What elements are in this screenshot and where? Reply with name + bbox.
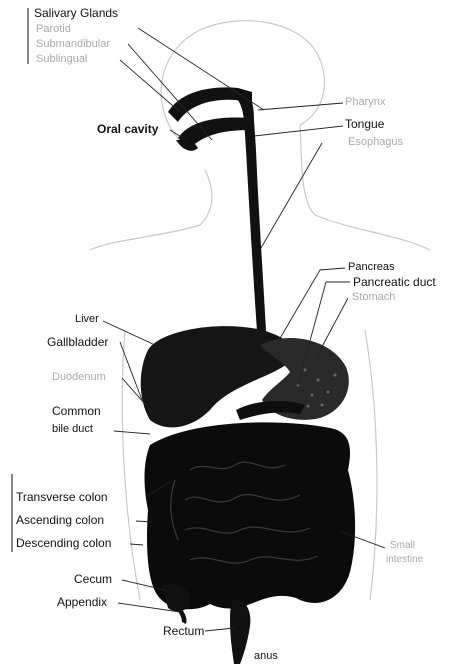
label-cecum: Cecum	[74, 573, 112, 585]
esophagus-tube	[246, 150, 268, 345]
label-salivary-glands: Salivary Glands	[34, 7, 118, 19]
label-oral-cavity: Oral cavity	[97, 123, 158, 135]
label-descending-colon: Descending colon	[16, 537, 111, 549]
label-small-intestine-line2: intestine	[386, 555, 423, 565]
label-rectum: Rectum	[163, 625, 204, 637]
label-stomach: Stomach	[352, 292, 395, 303]
label-transverse-colon: Transverse colon	[16, 491, 108, 503]
label-sublingual: Sublingual	[36, 54, 87, 65]
label-submandibular: Submandibular	[36, 39, 110, 50]
label-tongue: Tongue	[345, 118, 384, 130]
label-anus: anus	[254, 651, 278, 662]
label-common-bile-duct-line2: bile duct	[52, 424, 93, 435]
label-small-intestine-line1: Small	[390, 541, 415, 551]
upper-digestive-tract	[168, 87, 256, 150]
label-common-bile-duct-line1: Common	[52, 405, 101, 417]
label-duodenum: Duodenum	[52, 372, 106, 383]
label-pancreas: Pancreas	[348, 262, 394, 273]
label-ascending-colon: Ascending colon	[16, 514, 104, 526]
label-parotid: Parotid	[36, 24, 71, 35]
large-intestine-shape	[145, 422, 356, 609]
label-pancreatic-duct: Pancreatic duct	[353, 276, 436, 288]
label-liver: Liver	[75, 314, 99, 325]
rectum-shape	[230, 600, 250, 664]
label-pharynx: Pharynx	[345, 97, 385, 108]
label-gallbladder: Gallbladder	[47, 336, 108, 348]
label-appendix: Appendix	[57, 596, 107, 608]
label-esophagus: Esophagus	[348, 137, 403, 148]
